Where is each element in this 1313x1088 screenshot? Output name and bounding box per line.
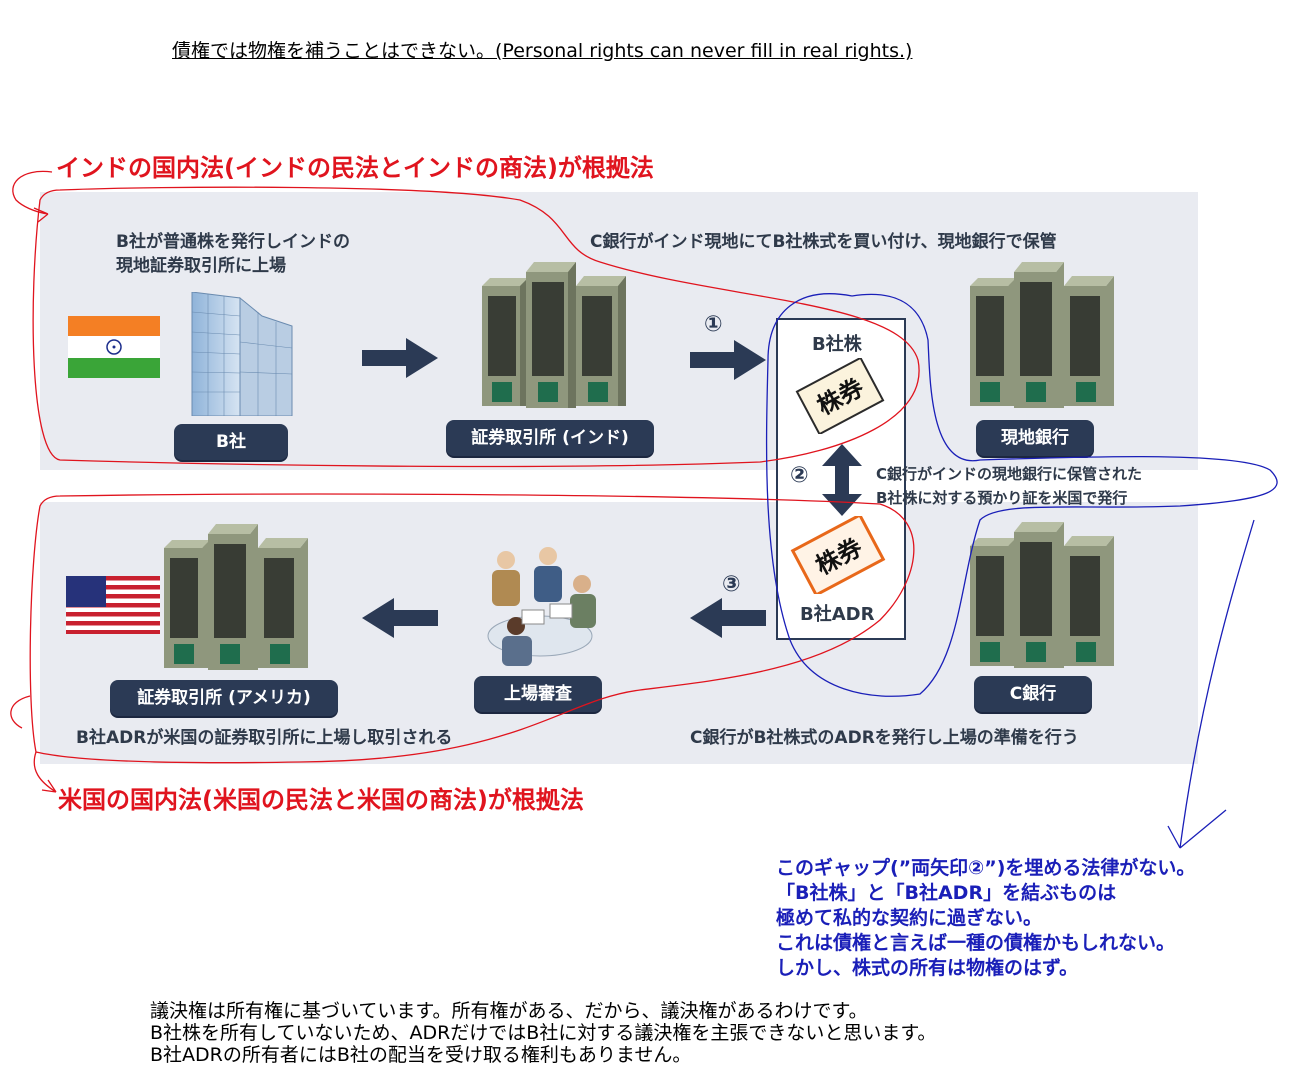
step1-label: ①: [704, 312, 723, 337]
exchange-india-building-icon: [482, 262, 626, 408]
voting-rights-note: 議決権は所有権に基づいています。所有権がある、だから、議決権があるわけです。 B…: [150, 1000, 936, 1066]
adr-listing-text: B社ADRが米国の証券取引所に上場し取引される: [76, 728, 453, 748]
exchange-us-building-icon: [164, 524, 308, 670]
c-bank-building-icon: [970, 522, 1114, 668]
blue-note-block: このギャップ(”両矢印②”)を埋める法律がない。 「B社株」と「B社ADR」を結…: [776, 856, 1195, 981]
blue-annotation-strokes: [765, 293, 1278, 849]
india-law-heading: インドの国内法(インドの民法とインドの商法)が根拠法: [56, 154, 654, 182]
voting-note-line: B社株を所有していないため、ADRだけではB社に対する議決権を主張できないと思い…: [150, 1022, 937, 1044]
c-bank-purchase-text: C銀行がインド現地にてB社株式を買い付け、現地銀行で保管: [590, 232, 1057, 252]
adr-certificate-icon: 株券: [790, 516, 886, 594]
arrow-right-icon: [362, 338, 438, 378]
red-annotation-strokes: [10, 170, 920, 793]
b-share-label: B社株: [812, 334, 862, 355]
india-flag-icon: [68, 316, 160, 378]
pill-local-bank: 現地銀行: [976, 420, 1094, 456]
stock-certificate-icon: 株券: [795, 358, 885, 434]
local-bank-building-icon: [970, 262, 1114, 408]
page-title: 債権では物権を補うことはできない。(Personal rights can ne…: [172, 40, 913, 62]
voting-note-line: B社ADRの所有者にはB社の配当を受け取る権利もありません。: [150, 1044, 692, 1066]
blue-note-line: このギャップ(”両矢印②”)を埋める法律がない。: [776, 857, 1196, 879]
b-listing-text-line2: 現地証券取引所に上場: [116, 256, 286, 276]
us-law-heading: 米国の国内法(米国の民法と米国の商法)が根拠法: [58, 786, 584, 814]
company-building-icon: [191, 292, 293, 416]
double-arrow-icon: [822, 444, 862, 516]
deposit-receipt-note-line2: B社株に対する預かり証を米国で発行: [876, 489, 1128, 507]
blue-note-line: 「B社株」と「B社ADR」を結ぶものは: [776, 882, 1117, 904]
step2-label: ②: [790, 463, 809, 488]
blue-note-line: 極めて私的な契約に過ぎない。: [776, 907, 1043, 929]
b-listing-text-line1: B社が普通株を発行しインドの: [116, 232, 350, 252]
deposit-receipt-note-line1: C銀行がインドの現地銀行に保管された: [876, 465, 1143, 483]
c-bank-adr-text: C銀行がB社株式のADRを発行し上場の準備を行う: [690, 728, 1079, 748]
us-flag-icon: [66, 576, 160, 634]
meeting-people-icon: [487, 547, 596, 666]
blue-note-line: これは債権と言えば一種の債権かもしれない。: [776, 932, 1176, 954]
pill-c-bank: C銀行: [974, 676, 1092, 712]
pill-b-company: B社: [174, 424, 288, 460]
pill-exchange-india: 証券取引所 (インド): [446, 420, 654, 456]
arrow-left-icon: [690, 598, 766, 638]
blue-note-line: しかし、株式の所有は物権のはず。: [776, 957, 1079, 979]
arrow-right-icon: [690, 340, 766, 380]
b-adr-label: B社ADR: [800, 604, 875, 625]
step3-label: ③: [722, 572, 741, 597]
pill-exchange-us: 証券取引所 (アメリカ): [110, 680, 338, 716]
voting-note-line: 議決権は所有権に基づいています。所有権がある、だから、議決権があるわけです。: [150, 1000, 868, 1022]
arrow-left-icon: [362, 598, 438, 638]
